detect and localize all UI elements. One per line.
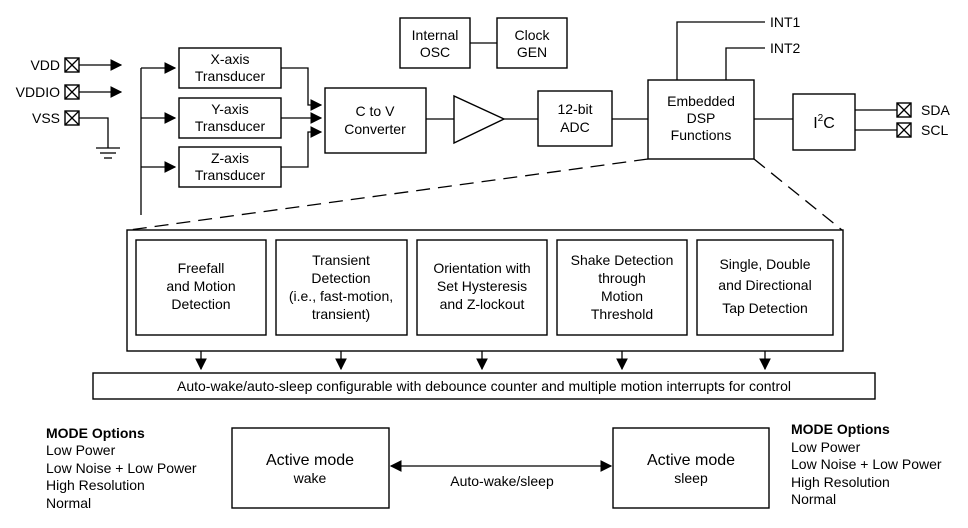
svg-text:and Motion: and Motion <box>166 278 235 294</box>
pin-scl-terminal-icon <box>896 122 912 138</box>
svg-text:Transducer: Transducer <box>195 68 266 84</box>
svg-text:Transient: Transient <box>312 252 370 268</box>
svg-text:I2C: I2C <box>813 113 835 132</box>
pin-vdd: VDD <box>30 57 123 73</box>
svg-text:Embedded: Embedded <box>667 93 735 109</box>
svg-text:and Z-lockout: and Z-lockout <box>440 296 525 312</box>
adc-block: 12-bit ADC <box>537 90 613 147</box>
svg-text:Orientation with: Orientation with <box>433 260 530 276</box>
mode-options-title: MODE Options <box>46 425 145 441</box>
svg-text:Normal: Normal <box>46 495 91 511</box>
svg-text:and Directional: and Directional <box>718 277 811 293</box>
svg-text:High Resolution: High Resolution <box>791 474 890 490</box>
svg-text:12-bit: 12-bit <box>557 101 592 117</box>
svg-text:Normal: Normal <box>791 491 836 507</box>
svg-text:Detection: Detection <box>171 296 230 312</box>
embedded-dsp-block: Embedded DSP Functions <box>647 79 755 160</box>
svg-text:Internal: Internal <box>412 27 459 43</box>
svg-text:Low Noise + Low Power: Low Noise + Low Power <box>46 460 197 476</box>
mode-options-left: MODE Options Low Power Low Noise + Low P… <box>46 425 197 511</box>
ground-icon <box>96 147 120 159</box>
pin-sda-terminal-icon <box>896 102 912 118</box>
svg-text:Detection: Detection <box>311 270 370 286</box>
svg-text:Converter: Converter <box>344 121 406 137</box>
svg-text:GEN: GEN <box>517 44 547 60</box>
y-axis-transducer: Y-axis Transducer <box>178 97 282 139</box>
z-to-ctov <box>281 126 323 168</box>
autowake-bar: Auto-wake/auto-sleep configurable with d… <box>92 372 876 400</box>
svg-text:Threshold: Threshold <box>591 306 653 322</box>
pin-vdd-label: VDD <box>30 57 60 73</box>
pin-vdd-terminal-icon <box>64 57 80 73</box>
svg-text:High Resolution: High Resolution <box>46 477 145 493</box>
x-to-ctov <box>281 67 323 111</box>
internal-osc-block: Internal OSC <box>399 17 471 69</box>
svg-text:transient): transient) <box>312 306 370 322</box>
int1-wire <box>676 21 765 80</box>
z-axis-transducer: Z-axis Transducer <box>178 146 282 188</box>
active-mode-wake: Active mode wake <box>231 427 390 509</box>
svg-text:Motion: Motion <box>601 288 643 304</box>
svg-text:Low Power: Low Power <box>791 439 861 455</box>
svg-text:X-axis: X-axis <box>211 51 250 67</box>
svg-text:Single, Double: Single, Double <box>719 256 810 272</box>
svg-text:Tap Detection: Tap Detection <box>722 300 808 316</box>
pin-int2-label: INT2 <box>770 40 801 56</box>
pin-vddio-terminal-icon <box>64 84 80 100</box>
svg-text:Freefall: Freefall <box>178 260 225 276</box>
c-to-v-converter: C to V Converter <box>324 87 427 154</box>
svg-text:ADC: ADC <box>560 119 590 135</box>
svg-text:(i.e., fast-motion,: (i.e., fast-motion, <box>289 288 393 304</box>
svg-text:Transducer: Transducer <box>195 167 266 183</box>
function-shake: Shake Detection through Motion Threshold <box>556 239 688 336</box>
svg-text:OSC: OSC <box>420 44 450 60</box>
svg-text:Active mode: Active mode <box>266 452 354 469</box>
auto-wake-sleep-label: Auto-wake/sleep <box>450 473 554 489</box>
svg-text:sleep: sleep <box>674 470 708 486</box>
function-tap: Single, Double and Directional Tap Detec… <box>696 239 834 336</box>
svg-text:wake: wake <box>293 470 327 486</box>
active-mode-sleep: Active mode sleep <box>612 427 770 509</box>
pin-vss-label: VSS <box>32 110 60 126</box>
svg-text:through: through <box>598 270 645 286</box>
mode-options-title: MODE Options <box>791 421 890 437</box>
pin-sda-label: SDA <box>921 102 950 118</box>
zoom-line-right <box>753 158 843 231</box>
pin-vss-terminal-icon <box>64 110 80 126</box>
pin-vddio-label: VDDIO <box>16 84 60 100</box>
x-axis-transducer: X-axis Transducer <box>178 47 282 89</box>
svg-text:Y-axis: Y-axis <box>211 101 249 117</box>
svg-text:Shake Detection: Shake Detection <box>571 252 674 268</box>
svg-text:DSP: DSP <box>687 110 716 126</box>
pin-vddio: VDDIO <box>16 84 123 100</box>
svg-text:Auto-wake/auto-sleep configura: Auto-wake/auto-sleep configurable with d… <box>177 378 791 394</box>
svg-text:Low Power: Low Power <box>46 442 116 458</box>
function-orientation: Orientation with Set Hysteresis and Z-lo… <box>416 239 548 336</box>
amplifier-icon <box>453 94 506 145</box>
svg-text:Set Hysteresis: Set Hysteresis <box>437 278 527 294</box>
function-freefall: Freefall and Motion Detection <box>135 239 267 336</box>
vss-wire <box>79 117 109 148</box>
svg-text:Low Noise + Low Power: Low Noise + Low Power <box>791 456 942 472</box>
svg-text:Transducer: Transducer <box>195 118 266 134</box>
mode-options-right: MODE Options Low Power Low Noise + Low P… <box>791 421 942 507</box>
pin-scl-label: SCL <box>921 122 948 138</box>
svg-text:Active mode: Active mode <box>647 452 735 469</box>
svg-text:C to V: C to V <box>356 103 396 119</box>
svg-text:Clock: Clock <box>514 27 550 43</box>
i2c-block: I2C <box>792 93 856 151</box>
int2-wire <box>725 47 765 80</box>
svg-text:Z-axis: Z-axis <box>211 150 249 166</box>
clock-gen-block: Clock GEN <box>496 17 568 69</box>
svg-text:Functions: Functions <box>671 127 732 143</box>
function-transient: Transient Detection (i.e., fast-motion, … <box>275 239 408 336</box>
pin-int1-label: INT1 <box>770 14 801 30</box>
pin-vss: VSS <box>32 110 120 159</box>
